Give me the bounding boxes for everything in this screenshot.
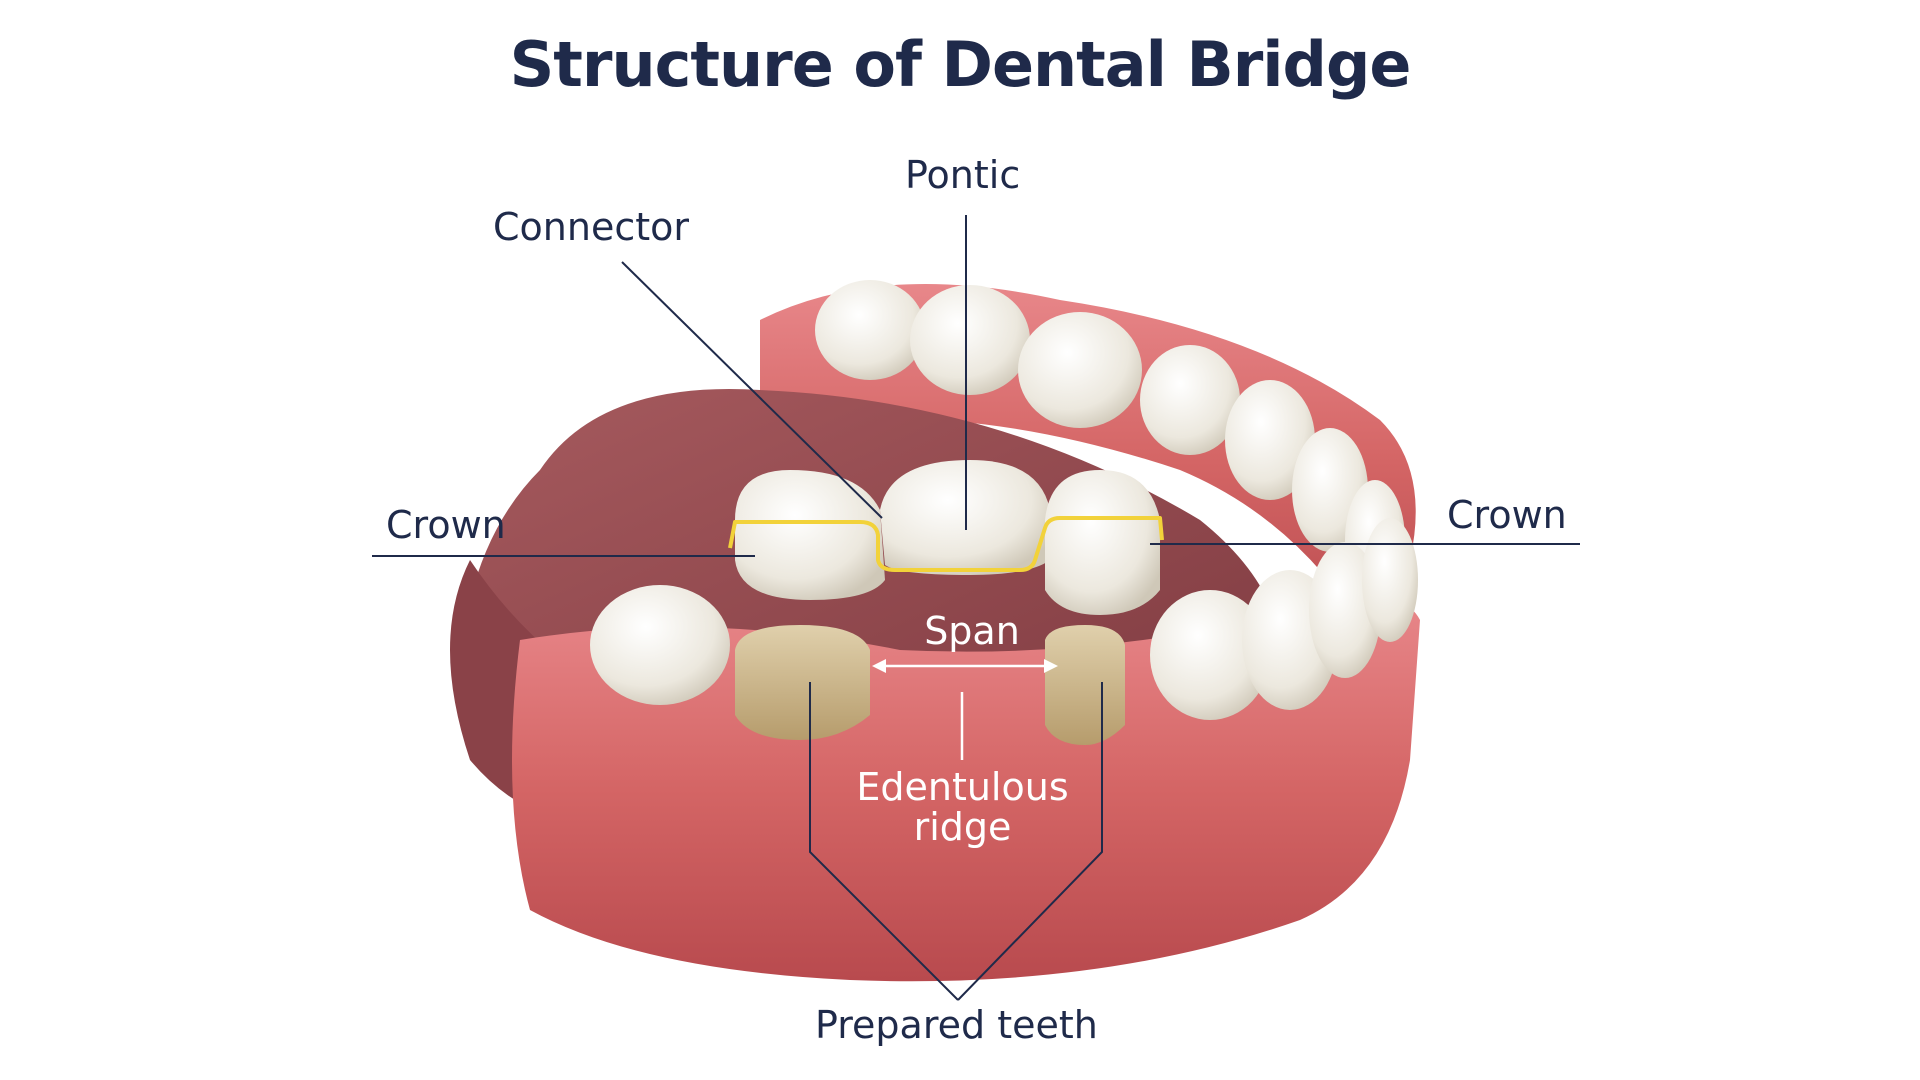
label-crown-left: Crown <box>386 503 506 547</box>
lower-teeth <box>590 518 1418 720</box>
leader-lines <box>372 215 1580 1001</box>
label-span: Span <box>924 609 1020 653</box>
prepared-left-leader <box>809 682 959 1001</box>
label-prepared-teeth: Prepared teeth <box>815 1003 1098 1047</box>
span-arrow <box>872 659 1058 760</box>
prepared-right-leader <box>957 682 1103 1001</box>
label-edentulous-line2: ridge <box>913 804 1012 849</box>
label-pontic: Pontic <box>905 153 1021 197</box>
label-connector: Connector <box>493 205 689 249</box>
label-crown-right: Crown <box>1447 493 1567 537</box>
label-edentulous-line1: Edentulous <box>856 765 1069 809</box>
diagram-title: Structure of Dental Bridge <box>509 28 1412 101</box>
connector-leader <box>621 261 883 519</box>
label-edentulous-ridge: Edentulous ridge <box>840 765 1085 849</box>
bridge-outline <box>728 516 1164 572</box>
prepared-teeth <box>735 625 1125 745</box>
